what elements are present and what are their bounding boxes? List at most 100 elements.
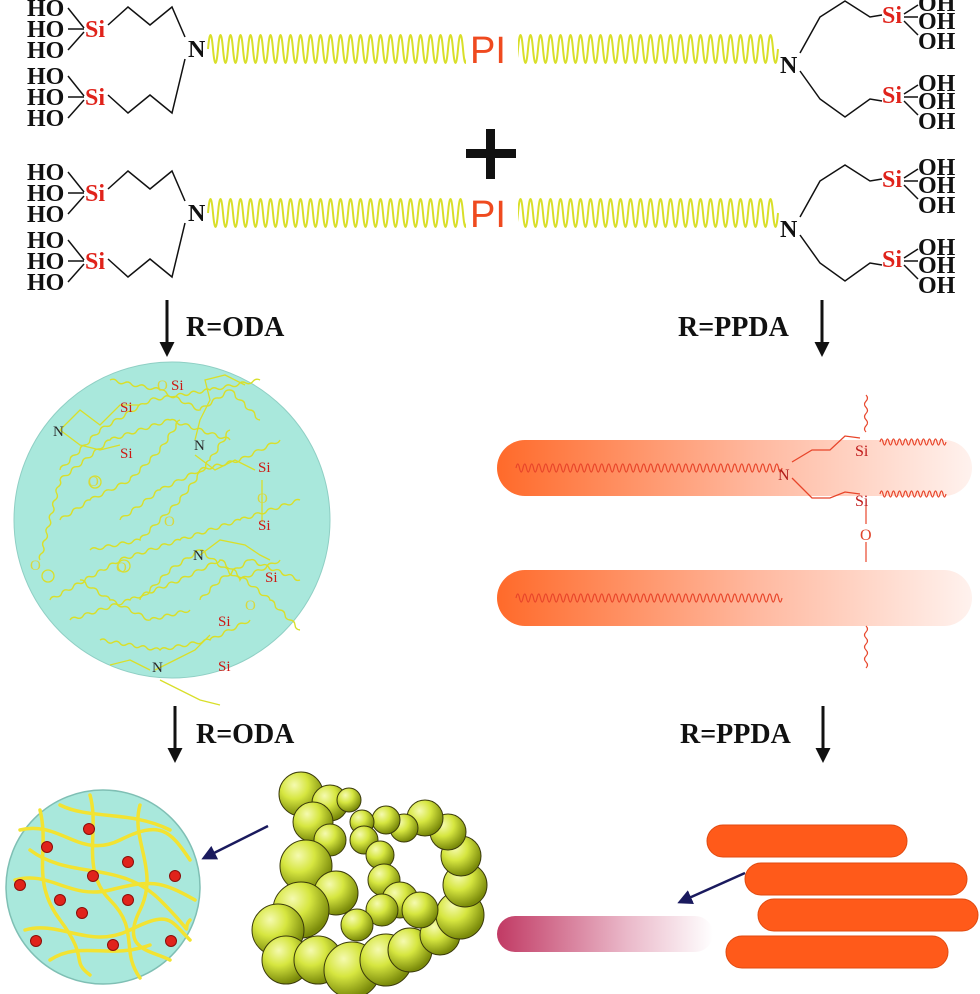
r-oda-label-2: R=ODA: [196, 719, 295, 750]
closeup-chain: [48, 943, 152, 962]
arrow-to-pink-rod: [677, 871, 746, 904]
network-chain: [99, 619, 251, 652]
network-chains: [38, 374, 301, 706]
si-label: Si: [85, 249, 105, 275]
ho-label: HO: [27, 228, 64, 254]
crosslink-ring: [88, 475, 102, 489]
oh-label: OH: [918, 155, 956, 181]
n-label: N: [780, 53, 798, 79]
oh-label: OH: [918, 235, 956, 261]
ho-label: HO: [27, 160, 64, 186]
oh-label: OH: [918, 9, 956, 35]
n-label: N: [53, 424, 64, 440]
oh-label: OH: [918, 71, 956, 97]
ppda-stacked-rods: [497, 824, 979, 969]
propyl-linker: [791, 477, 861, 499]
closeup-chain: [38, 808, 92, 977]
vertical-chain: [863, 394, 869, 433]
o-label: O: [257, 491, 268, 507]
closeup-chain: [23, 917, 192, 942]
si-label: Si: [882, 167, 902, 193]
si-label: Si: [265, 570, 278, 586]
crosslink-ring: [41, 569, 55, 583]
bead: [340, 908, 374, 942]
bead: [365, 893, 399, 927]
o-label: O: [164, 514, 175, 530]
crosslink-dot: [169, 870, 181, 882]
stacked-rod-2: [744, 862, 968, 896]
si-label: Si: [85, 181, 105, 207]
n-label: N: [780, 217, 798, 243]
network-chain: [79, 579, 191, 621]
crosslink-dot: [165, 935, 177, 947]
closeup-chain: [18, 826, 192, 862]
closeup-chains: [13, 793, 197, 980]
pi-label: PI: [470, 30, 506, 72]
network-chain: [119, 439, 281, 521]
network-chain: [89, 429, 231, 551]
ppda-rod-upper: [497, 440, 972, 496]
si-label: Si: [258, 518, 271, 534]
n-label: N: [152, 660, 163, 676]
stacked-rod-3: [757, 898, 979, 932]
rod-chain-upper: [515, 463, 783, 473]
n-label: N: [778, 467, 790, 484]
si-label: Si: [85, 17, 105, 43]
ho-label: HO: [27, 181, 64, 207]
closeup-chain: [131, 803, 172, 962]
propyl-linker: [109, 659, 151, 671]
propyl-linker: [59, 429, 121, 451]
si-label: Si: [218, 614, 231, 630]
pi-label: PI: [470, 194, 506, 236]
network-chain: [49, 498, 301, 601]
oh-label: OH: [918, 109, 956, 135]
si-label: Si: [855, 493, 869, 510]
si-label: Si: [120, 400, 133, 416]
n-label: N: [188, 37, 206, 63]
oh-label: OH: [918, 0, 956, 17]
crosslink-dot: [30, 935, 42, 947]
stacked-rod-1: [706, 824, 908, 858]
propyl-linker: [194, 454, 256, 471]
closeup-crosslink-dots: [14, 823, 181, 951]
oh-label: OH: [918, 253, 956, 279]
ho-label: HO: [27, 64, 64, 90]
r-ppda-label-2: R=PPDA: [680, 719, 792, 750]
n-label: N: [193, 548, 204, 564]
crosslink-dot: [107, 939, 119, 951]
propyl-linker: [159, 679, 221, 706]
side-chain: [879, 438, 947, 446]
propyl-linker: [154, 634, 211, 671]
ho-label: HO: [27, 202, 64, 228]
ho-label: HO: [27, 249, 64, 275]
ho-label: HO: [27, 0, 64, 22]
closeup-chain: [58, 803, 172, 832]
oh-label: OH: [918, 29, 956, 55]
n-label: N: [194, 438, 205, 454]
r-ppda-label-1: R=PPDA: [678, 312, 790, 343]
crosslink-ring: [117, 559, 131, 573]
propyl-linker: [791, 435, 861, 463]
o-label: O: [245, 598, 256, 614]
si-label: Si: [258, 460, 271, 476]
r-oda-label-1: R=ODA: [186, 312, 285, 343]
o-label: O: [860, 527, 872, 544]
n-label: N: [188, 201, 206, 227]
oh-label: OH: [918, 173, 956, 199]
oh-label: OH: [918, 89, 956, 115]
o-label: O: [88, 474, 99, 490]
si-label: Si: [855, 443, 869, 460]
si-label: Si: [171, 378, 184, 394]
propyl-linker: [199, 539, 271, 561]
si-label: Si: [882, 83, 902, 109]
crosslink-dot: [76, 907, 88, 919]
bead: [401, 891, 439, 929]
plus-sign: [466, 129, 516, 179]
single-pink-rod: [497, 916, 713, 952]
crosslink-dot: [87, 870, 99, 882]
